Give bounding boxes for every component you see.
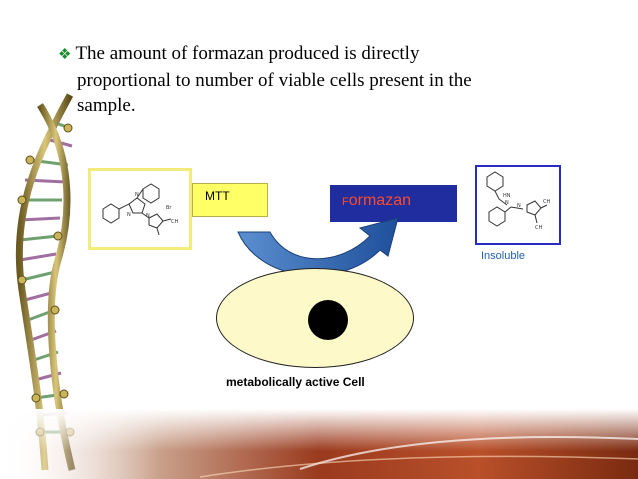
svg-text:CH: CH: [535, 225, 542, 231]
bullet-line-2: proportional to number of viable cells p…: [77, 70, 472, 91]
svg-text:CH: CH: [171, 219, 178, 225]
cell-label: metabolically active Cell: [226, 375, 365, 389]
svg-text:N: N: [517, 203, 521, 209]
svg-text:N: N: [127, 212, 131, 218]
svg-text:N: N: [505, 200, 509, 206]
formazan-molecule-icon: HNN NCH CH: [486, 171, 550, 231]
mtt-molecule-icon: N N N Br CH: [102, 183, 178, 236]
conversion-arrow-icon: [237, 217, 399, 276]
mtt-label: MTT: [205, 189, 230, 203]
svg-text:HN: HN: [503, 193, 511, 199]
insoluble-label: Insoluble: [481, 250, 526, 262]
diamond-bullet-icon: ❖: [58, 47, 72, 63]
svg-text:Br: Br: [166, 205, 172, 211]
dna-helix-icon: [15, 93, 76, 471]
svg-text:N: N: [135, 192, 139, 198]
bullet-line-1: The amount of formazan produced is direc…: [75, 43, 420, 64]
formazan-label-box: Formazan: [330, 185, 457, 222]
formazan-label: ormazan: [348, 192, 411, 209]
nucleus-dot: [308, 300, 348, 340]
bottom-decoration: [0, 409, 638, 479]
bullet-line-3: sample.: [77, 95, 136, 116]
svg-text:CH: CH: [543, 199, 550, 205]
svg-text:N: N: [146, 213, 150, 219]
mtt-label-box: MTT: [192, 183, 268, 217]
formazan-label-first-letter: F: [342, 196, 349, 208]
bullet-text: ❖The amount of formazan produced is dire…: [58, 41, 578, 118]
mtt-structure-image: N N N Br CH: [88, 168, 192, 250]
